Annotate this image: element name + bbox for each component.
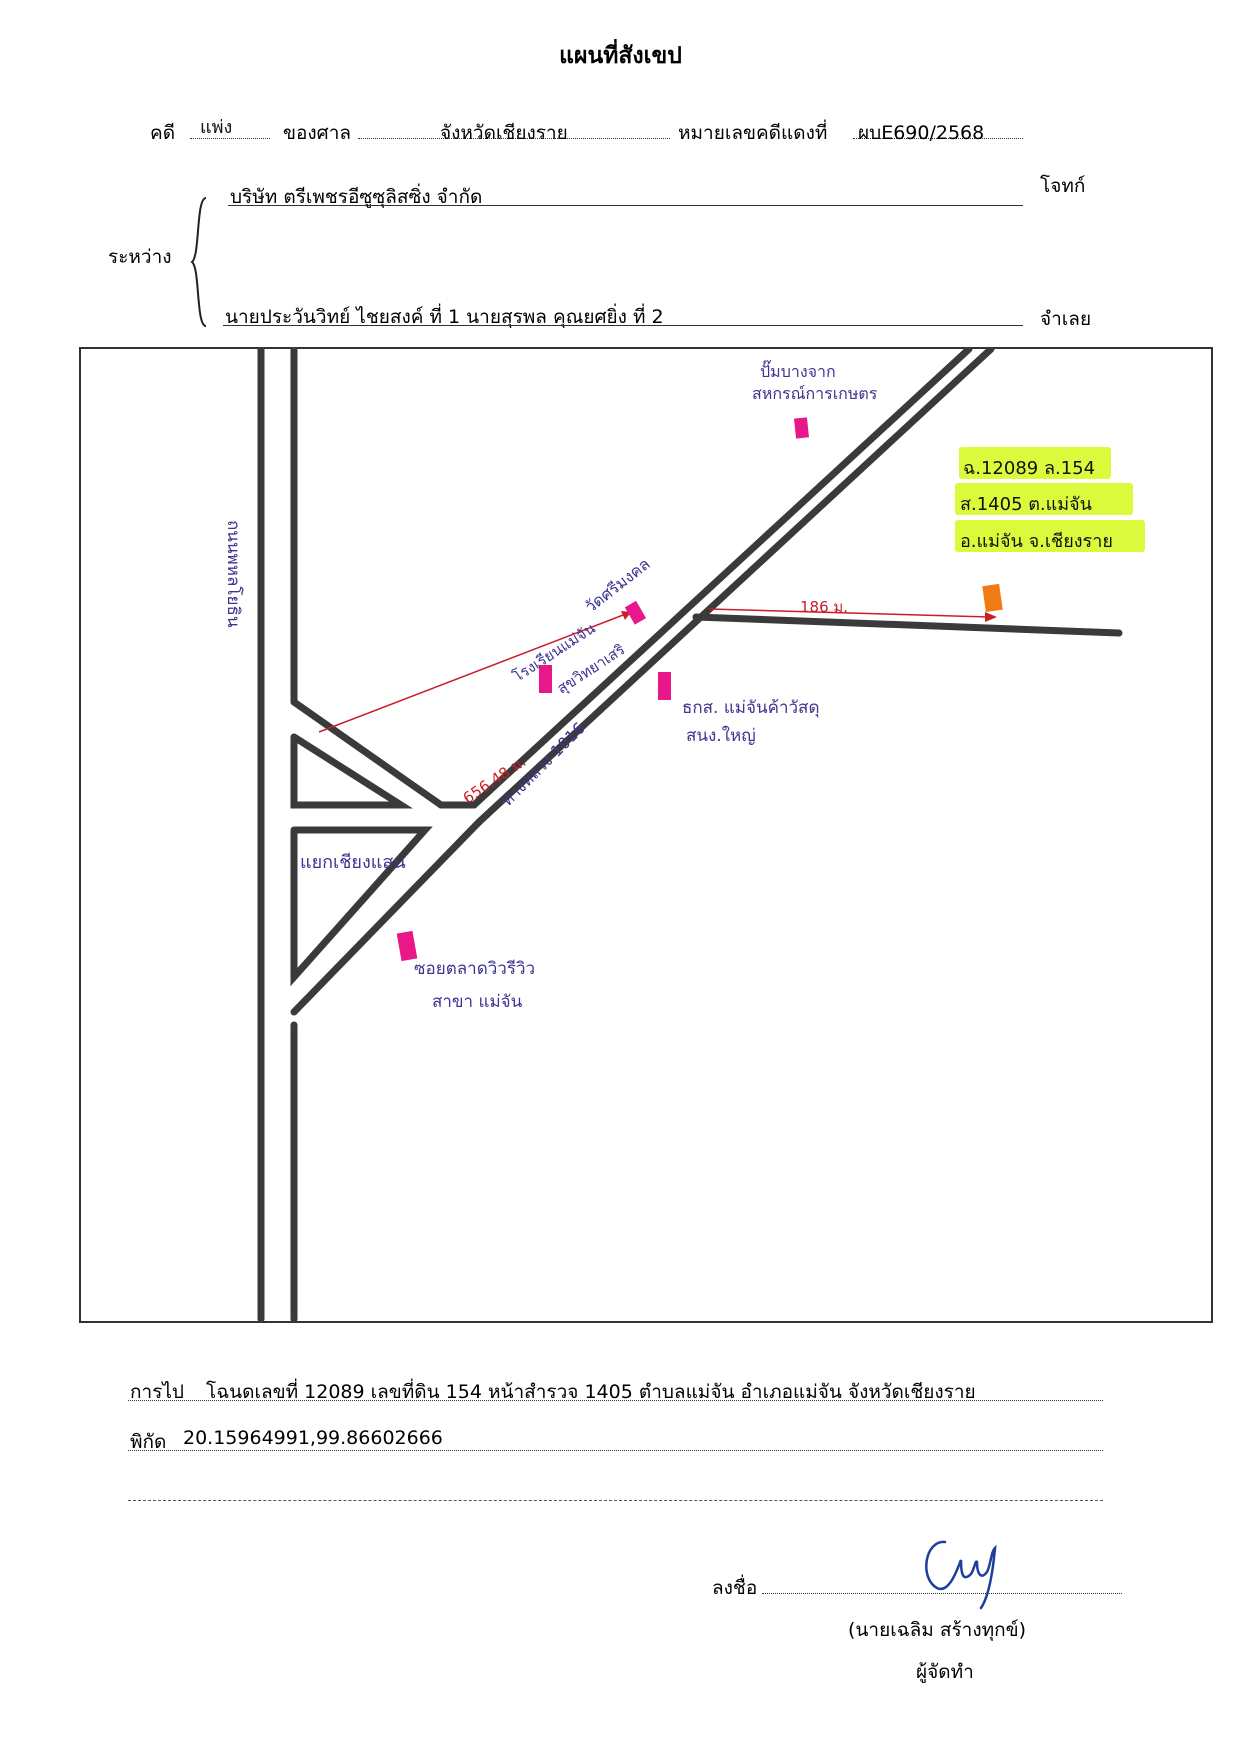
road-connector-lower (290, 818, 483, 1016)
route-line-branch (708, 608, 990, 618)
plaintiff-name: บริษัท ตรีเพชรอีซูซุลิสซิ่ง จำกัด (230, 186, 483, 208)
market-label-2: สาขา แม่จัน (432, 992, 523, 1012)
highway-right-edge (475, 347, 995, 826)
defendant-line (223, 325, 1023, 326)
property-note-highlight-2 (955, 483, 1133, 515)
property-note-1: ฉ.12089 ล.154 (963, 458, 1096, 479)
court-line (358, 138, 670, 139)
property-note-highlight-1 (959, 447, 1111, 479)
gas-station-label-1: ปั๊มบางจาก (760, 362, 836, 381)
road-connector-upper (290, 698, 445, 809)
market-label-1: ซอยตลาดวิวรีวิว (414, 959, 536, 979)
road-name-label: ถนนพหลโยธิน (223, 520, 243, 628)
map-frame (79, 347, 1213, 1323)
signature-line (762, 1593, 1122, 1594)
property-marker (982, 583, 1003, 612)
bank-marker (658, 672, 671, 700)
red-number: ผบE690/2568 (858, 122, 985, 144)
case-type-line (190, 138, 270, 139)
market-marker (396, 930, 418, 962)
blank-line (128, 1500, 1103, 1501)
route-arrow-branch (985, 612, 997, 622)
gas-station-label-2: สหกรณ์การเกษตร (752, 384, 878, 403)
plaintiff-label: โจทก์ (1040, 175, 1086, 197)
signer-role: ผู้จัดทำ (916, 1661, 974, 1683)
defendant-label: จำเลย (1040, 308, 1092, 330)
highway-left-edge (470, 347, 973, 809)
school-marker (539, 665, 552, 693)
route-line-main (318, 611, 632, 733)
traffic-island-bottom (290, 826, 433, 987)
directions-label: การไป (130, 1381, 184, 1403)
court-name: จังหวัดเชียงราย (440, 122, 568, 144)
case-type: แพ่ง (200, 117, 233, 138)
signer-name: (นายเฉลิม สร้างทุกข์) (848, 1619, 1027, 1641)
directions-line (128, 1400, 1103, 1401)
red-number-label: หมายเลขคดีแดงที่ (678, 122, 828, 144)
temple-marker (624, 600, 647, 625)
directions-text: โฉนดเลขที่ 12089 เลขที่ดิน 154 หน้าสำรวจ… (206, 1381, 976, 1403)
red-number-line (853, 138, 1023, 139)
brace (190, 196, 210, 328)
gas-station-marker (793, 417, 810, 439)
sign-label: ลงชื่อ (712, 1577, 758, 1599)
court-label: ของศาล (283, 122, 352, 144)
page-title: แผนที่สังเขป (559, 43, 682, 69)
signature-mark (925, 1540, 997, 1610)
between-label: ระหว่าง (108, 246, 172, 268)
defendant-names: นายประวันวิทย์ ไชยสงค์ ที่ 1 นายสุรพล คุ… (225, 306, 664, 328)
distance-branch-label: 186 ม. (800, 598, 849, 616)
coords-label: พิกัด (130, 1431, 167, 1453)
property-note-highlight-3 (955, 520, 1145, 552)
bank-label-2: สนง.ใหญ่ (686, 726, 756, 746)
bank-label-1: ธกส. แม่จันค้าวัสดุ (682, 698, 820, 718)
property-note-2: ส.1405 ต.แม่จัน (960, 494, 1092, 515)
plaintiff-line (228, 205, 1023, 206)
coords-line (128, 1450, 1103, 1451)
map-sketch (257, 347, 1145, 1323)
property-note-3: อ.แม่จัน จ.เชียงราย (960, 531, 1113, 552)
branch-road (692, 613, 1123, 637)
case-label: คดี (150, 122, 176, 144)
traffic-island-top (290, 733, 414, 809)
junction-label: แยกเชียงแสน (300, 852, 406, 873)
coords-value: 20.15964991,99.86602666 (183, 1427, 443, 1449)
